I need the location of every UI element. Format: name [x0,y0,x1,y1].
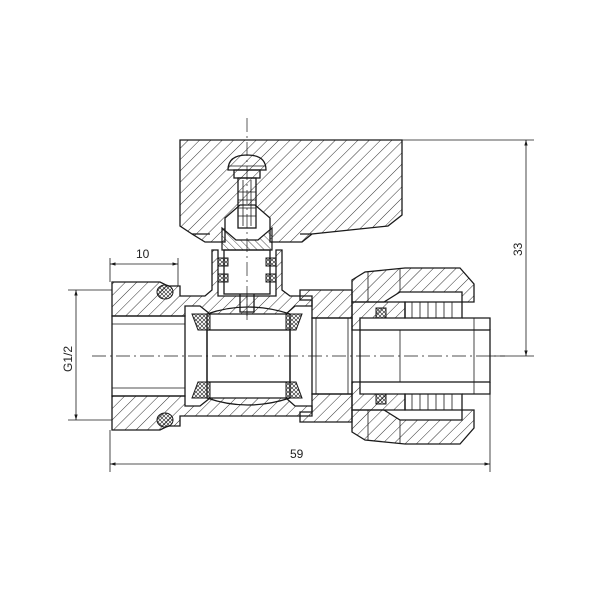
dimension-label-10: 10 [136,247,150,261]
inlet-seal-bottom [156,412,174,428]
dimension-label-33: 33 [511,242,525,256]
valve-ball [191,306,303,406]
valve-body [111,249,313,431]
dimension-label-thread: G1/2 [61,346,75,372]
valve-handle [179,139,403,243]
dimension-thread-g12: G1/2 [61,289,112,421]
dimension-height-33: 33 [402,139,534,357]
dimension-width-10: 10 [109,247,179,286]
inlet-seal-top [156,284,174,300]
dimension-length-59: 59 [109,394,491,472]
dimension-label-59: 59 [290,447,304,461]
centerlines [92,118,505,357]
outlet-fitting [351,267,491,445]
